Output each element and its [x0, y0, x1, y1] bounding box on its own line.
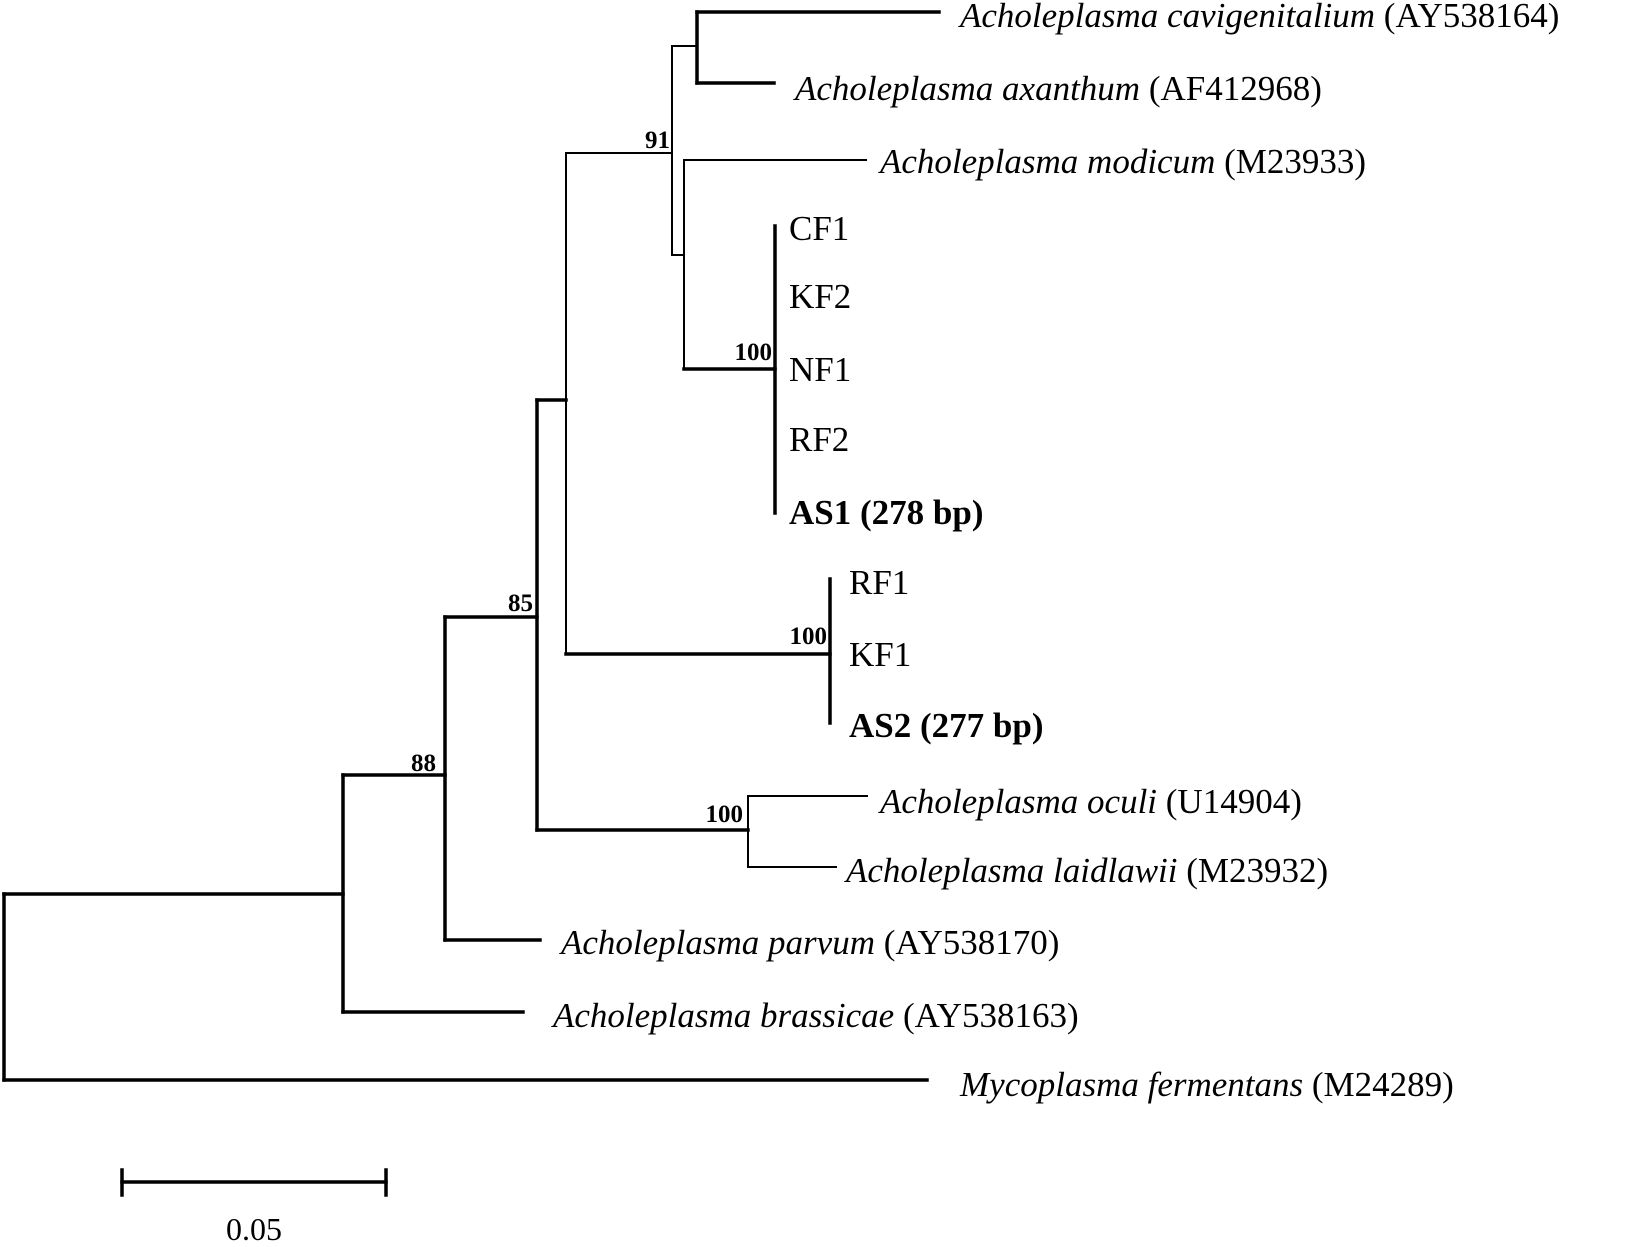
leaf-accession: (M24289): [1312, 1065, 1454, 1104]
leaf-accession: (AY538170): [884, 923, 1060, 962]
leaf-accession: RF2: [789, 420, 849, 459]
leaf-label-modicum: Acholeplasma modicum (M23933): [878, 142, 1366, 181]
bootstrap-node-ax-mod: 91: [645, 127, 670, 154]
leaf-taxon-name: Acholeplasma brassicae: [551, 996, 894, 1035]
bootstrap-node-oculi-laid: 100: [706, 801, 744, 828]
leaf-accession: CF1: [789, 209, 849, 248]
leaf-label-as2: AS2 (277 bp): [849, 706, 1043, 745]
leaf-label-rf1: RF1: [849, 563, 909, 602]
bootstrap-node-as1-clade: 100: [735, 339, 773, 366]
bootstrap-node-as2-clade: 100: [790, 623, 828, 650]
leaf-accession: RF1: [849, 563, 909, 602]
leaf-label-oculi: Acholeplasma oculi (U14904): [878, 782, 1302, 821]
leaf-label-as1: AS1 (278 bp): [789, 493, 983, 532]
leaf-labels: Acholeplasma cavigenitalium (AY538164)Ac…: [551, 0, 1559, 1104]
leaf-taxon-name: Acholeplasma oculi: [878, 782, 1157, 821]
leaf-label-brassicae: Acholeplasma brassicae (AY538163): [551, 996, 1079, 1035]
leaf-label-rf2: RF2: [789, 420, 849, 459]
leaf-accession: (AY538163): [903, 996, 1079, 1035]
leaf-label-axanthum: Acholeplasma axanthum (AF412968): [793, 69, 1322, 108]
leaf-taxon-name: Acholeplasma modicum: [878, 142, 1215, 181]
leaf-label-cavigenitalium: Acholeplasma cavigenitalium (AY538164): [958, 0, 1559, 35]
tree-branches: [2, 10, 941, 1082]
leaf-accession: KF2: [789, 277, 851, 316]
leaf-taxon-name: Acholeplasma axanthum: [793, 69, 1140, 108]
leaf-taxon-name: Mycoplasma fermentans: [959, 1065, 1303, 1104]
leaf-label-kf1: KF1: [849, 635, 911, 674]
leaf-accession: AS1 (278 bp): [789, 493, 983, 532]
leaf-label-laidlawii: Acholeplasma laidlawii (M23932): [844, 851, 1328, 890]
leaf-accession: KF1: [849, 635, 911, 674]
leaf-accession: (U14904): [1166, 782, 1302, 821]
leaf-label-nf1: NF1: [789, 350, 851, 389]
leaf-taxon-name: Acholeplasma laidlawii: [844, 851, 1178, 890]
leaf-accession: (AF412968): [1149, 69, 1322, 108]
scale-bar: 0.05: [120, 1168, 388, 1247]
leaf-label-fermentans: Mycoplasma fermentans (M24289): [959, 1065, 1454, 1104]
leaf-accession: (M23932): [1186, 851, 1328, 890]
bootstrap-values: 91 100 100 85 88 100: [411, 127, 827, 828]
leaf-taxon-name: Acholeplasma cavigenitalium: [958, 0, 1375, 35]
leaf-label-parvum: Acholeplasma parvum (AY538170): [559, 923, 1059, 962]
leaf-label-kf2: KF2: [789, 277, 851, 316]
leaf-accession: NF1: [789, 350, 851, 389]
bootstrap-node-85: 85: [508, 590, 533, 617]
bootstrap-node-88: 88: [411, 750, 436, 777]
leaf-accession: (AY538164): [1384, 0, 1560, 35]
leaf-label-cf1: CF1: [789, 209, 849, 248]
leaf-accession: (M23933): [1224, 142, 1366, 181]
leaf-accession: AS2 (277 bp): [849, 706, 1043, 745]
leaf-taxon-name: Acholeplasma parvum: [559, 923, 875, 962]
scale-bar-label: 0.05: [226, 1211, 282, 1247]
